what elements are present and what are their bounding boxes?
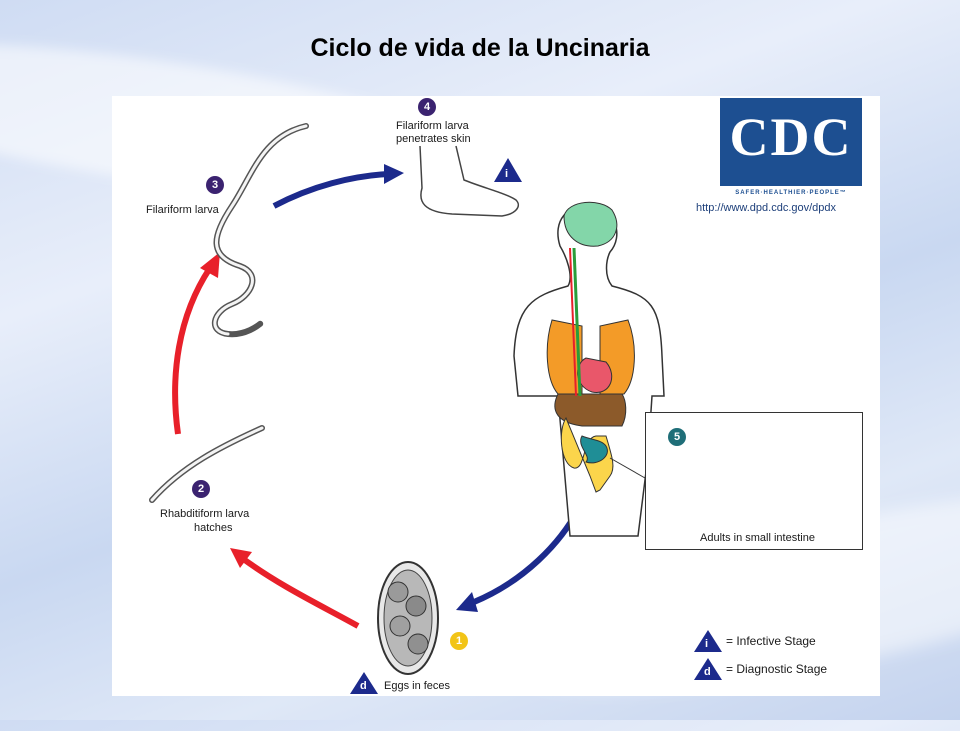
human-body-drawing (513, 201, 665, 537)
legend-diagnostic-marker (694, 658, 722, 680)
life-cycle-diagram: 4 Filariform larva penetrates skin i 3 F… (112, 96, 880, 696)
legend-diagnostic-text: = Diagnostic Stage (726, 662, 828, 676)
legend-infective-text: = Infective Stage (726, 634, 816, 648)
cdc-logo-text: CDC (729, 107, 853, 167)
cdc-url: http://www.dpd.cdc.gov/dpdx (696, 202, 837, 214)
arrowhead-blue (384, 164, 404, 184)
foot-drawing (419, 145, 520, 217)
stage-3-number: 3 (206, 176, 224, 194)
page-title: Ciclo de vida de la Uncinaria (310, 34, 650, 62)
arrowhead-blue (456, 592, 478, 612)
stage-1-number: 1 (450, 632, 468, 650)
arrowhead-red (230, 548, 252, 568)
arrow-adults-to-eggs (472, 500, 585, 605)
infective-stage-marker (494, 158, 522, 182)
stage-2-label-line2: hatches (194, 522, 233, 534)
legend-infective-letter: i (705, 638, 709, 650)
cdc-logo: CDC (720, 98, 862, 186)
cdc-tagline: SAFER·HEALTHIER·PEOPLE™ (735, 190, 847, 196)
stage-5-number: 5 (668, 428, 686, 446)
arrow-eggs-to-rhabditiform (240, 555, 360, 629)
arrowhead-red (200, 252, 220, 278)
arrow-filariform-to-skin (272, 171, 389, 209)
stage-5-label: Adults in small intestine (700, 532, 815, 544)
stage-2-label-line1: Rhabditiform larva (160, 508, 250, 520)
adults-inset-box (645, 412, 863, 550)
stage-1-label: Eggs in feces (384, 680, 451, 692)
arrow-rhabditiform-to-filariform (172, 266, 213, 435)
legend-diagnostic-letter: d (704, 666, 711, 678)
stage-3-label: Filariform larva (146, 204, 219, 216)
legend-infective-marker (694, 630, 722, 652)
stage-2-number: 2 (192, 480, 210, 498)
stage-4-label-line1: Filariform larva (396, 120, 469, 132)
diagram-graphics (149, 123, 843, 694)
stage-4-label-line2: penetrates skin (396, 133, 471, 145)
stage-4-number: 4 (418, 98, 436, 116)
diagnostic-stage-marker (350, 672, 378, 694)
infective-marker-letter: i (505, 168, 509, 180)
diagnostic-marker-letter: d (360, 680, 367, 692)
